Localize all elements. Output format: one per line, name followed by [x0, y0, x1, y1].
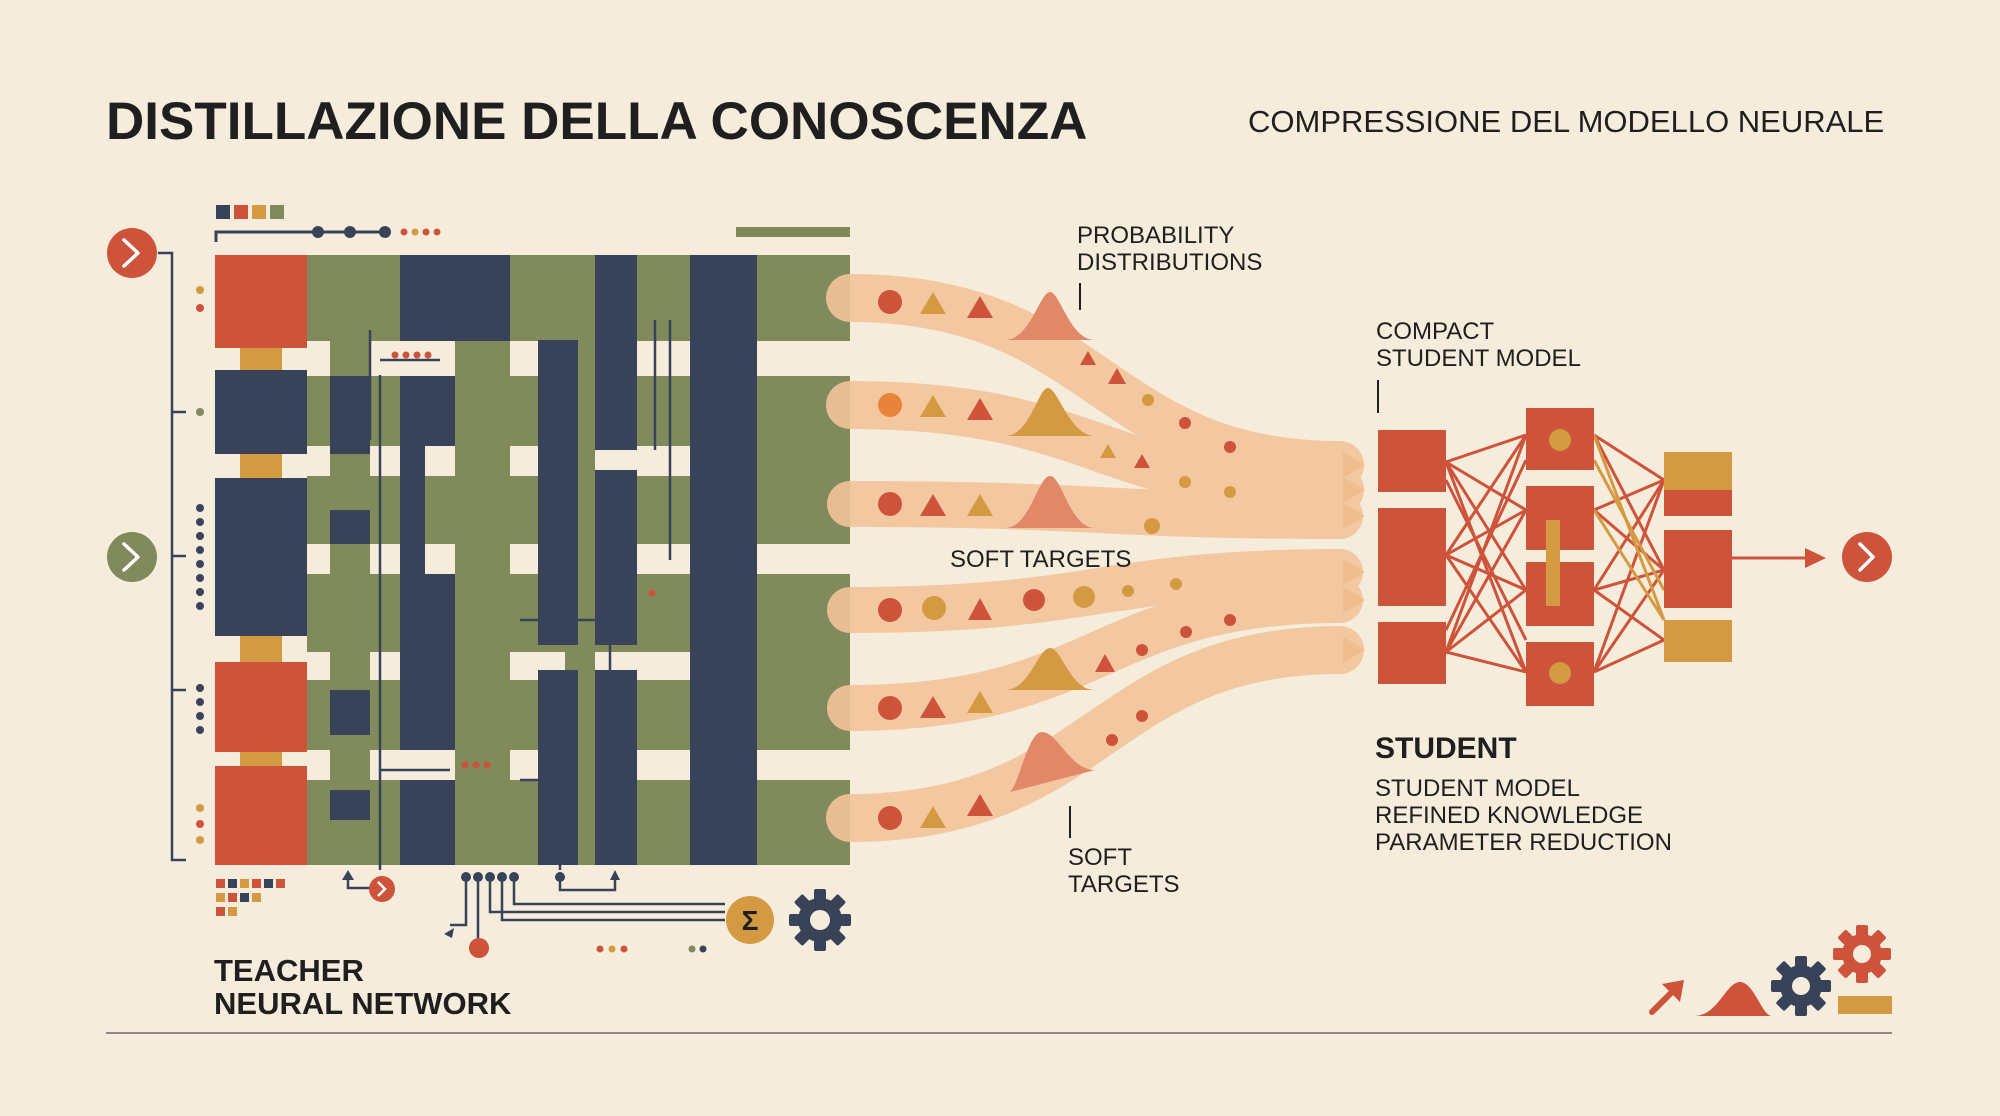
- student-detail-1: STUDENT MODEL: [1375, 775, 1580, 802]
- trend-arrow-icon: [1649, 980, 1684, 1015]
- teacher-input-middle: [107, 532, 157, 582]
- student-heading: STUDENT: [1375, 732, 1517, 765]
- distribution-peak: [1005, 648, 1095, 690]
- distribution-peak: [1005, 388, 1095, 436]
- distribution-peak: [1010, 732, 1095, 792]
- bell-curve-icon: [1694, 982, 1772, 1016]
- compact-label-line1: COMPACT: [1376, 318, 1495, 345]
- distribution-peak: [1005, 292, 1095, 340]
- gear-icon: [1833, 925, 1891, 983]
- gear-icon: [789, 889, 851, 951]
- sum-icon: Σ: [726, 896, 774, 944]
- soft-targets-bottom-line2: TARGETS: [1068, 871, 1180, 898]
- bar-icon: [1838, 996, 1892, 1014]
- student-detail-2: REFINED KNOWLEDGE: [1375, 802, 1643, 829]
- teacher-label-line1: TEACHER: [214, 953, 364, 988]
- student-detail-3: PARAMETER REDUCTION: [1375, 829, 1672, 856]
- probability-label-line1: PROBABILITY: [1077, 222, 1234, 249]
- teacher-input-top: [107, 228, 157, 278]
- soft-targets-bottom-line1: SOFT: [1068, 844, 1132, 871]
- student-network: [1378, 408, 1892, 706]
- soft-target-streams: [826, 274, 1365, 842]
- page-subtitle: COMPRESSIONE DEL MODELLO NEURALE: [1248, 104, 1884, 139]
- chevron-right-icon: [122, 542, 140, 572]
- gear-icon: [1771, 956, 1831, 1016]
- distribution-peak: [1005, 476, 1095, 528]
- teacher-label-line2: NEURAL NETWORK: [214, 986, 512, 1021]
- page-title: DISTILLAZIONE DELLA CONOSCENZA: [106, 92, 1087, 151]
- chevron-right-icon: [122, 238, 140, 268]
- soft-targets-mid-label: SOFT TARGETS: [950, 546, 1131, 573]
- chevron-right-icon: [1858, 542, 1875, 572]
- probability-label-line2: DISTRIBUTIONS: [1077, 249, 1262, 276]
- student-output: [1842, 532, 1892, 582]
- sum-symbol: Σ: [742, 905, 759, 936]
- compact-label-line2: STUDENT MODEL: [1376, 345, 1581, 372]
- teacher-network: Σ: [107, 205, 851, 958]
